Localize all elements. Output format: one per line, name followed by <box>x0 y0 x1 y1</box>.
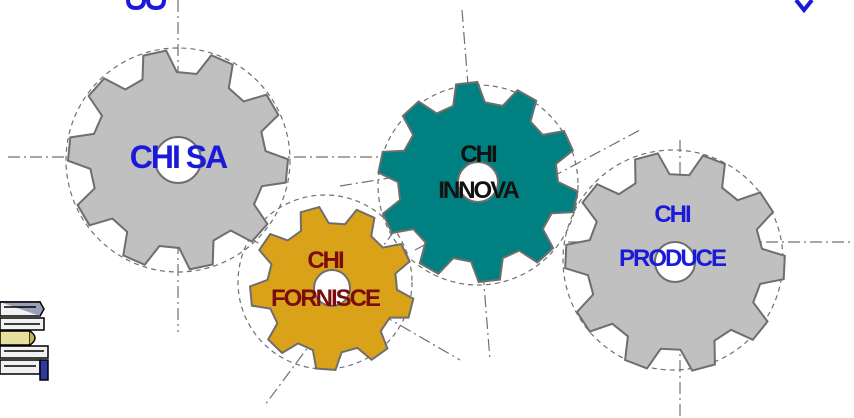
gear-chi-fornisce: CHI FORNISCE <box>248 205 415 371</box>
gear-hole <box>457 161 499 203</box>
gear-chi-produce: CHI PRODUCE <box>564 152 786 372</box>
gear-label: FORNISCE <box>271 285 381 312</box>
gear-label: PRODUCE <box>619 245 727 272</box>
gear-label: CHI <box>460 141 497 168</box>
gear-label: CHI <box>654 201 691 228</box>
gear-chi-sa: CHI SA <box>66 49 290 271</box>
stack-of-books-icon <box>0 301 49 381</box>
gear-label: CHI SA <box>130 139 228 175</box>
gear-hole <box>154 136 202 184</box>
gear-hole <box>313 269 351 307</box>
top-text-fragment <box>126 0 814 14</box>
gear-hole <box>654 241 696 283</box>
gear-chi-innova: CHI INNOVA <box>377 80 579 284</box>
gear-label: CHI <box>307 247 344 274</box>
gear-label: INNOVA <box>438 177 519 204</box>
